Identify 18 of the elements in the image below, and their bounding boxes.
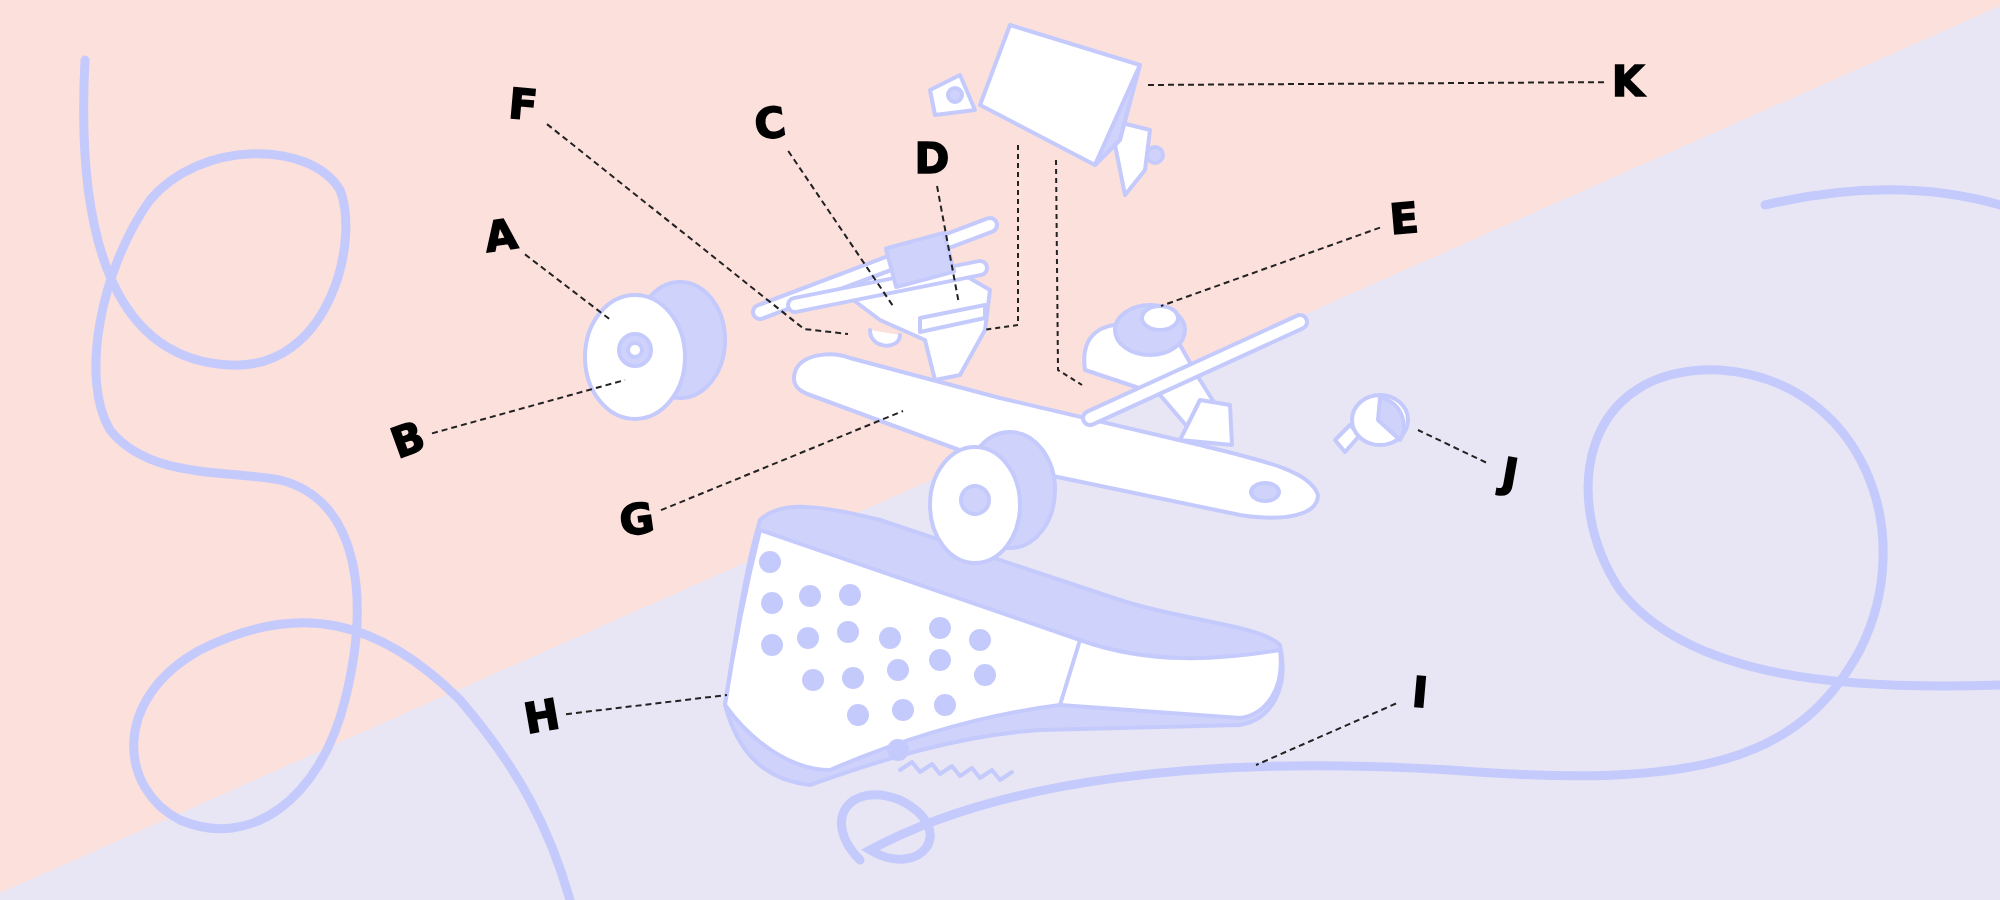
callout-letter: G — [611, 492, 663, 548]
leader-line — [565, 694, 728, 716]
callout-letter: E — [1379, 192, 1429, 246]
callout-letter: F — [498, 78, 548, 132]
callout-letter: A — [475, 208, 527, 264]
callout-letter: C — [744, 96, 796, 152]
leader-line — [660, 410, 904, 512]
callout-letter: D — [910, 134, 954, 184]
leader-line — [1255, 702, 1397, 766]
callout-letter: I — [1395, 666, 1445, 720]
leader-line — [546, 123, 849, 335]
callout-letter: J — [1484, 445, 1536, 503]
leader-line — [787, 150, 894, 307]
leader-line — [1160, 226, 1381, 307]
callout-letter: K — [1606, 57, 1650, 107]
callout-letter: B — [378, 409, 438, 471]
callout-letter: H — [516, 688, 568, 746]
leader-line — [1417, 429, 1487, 464]
